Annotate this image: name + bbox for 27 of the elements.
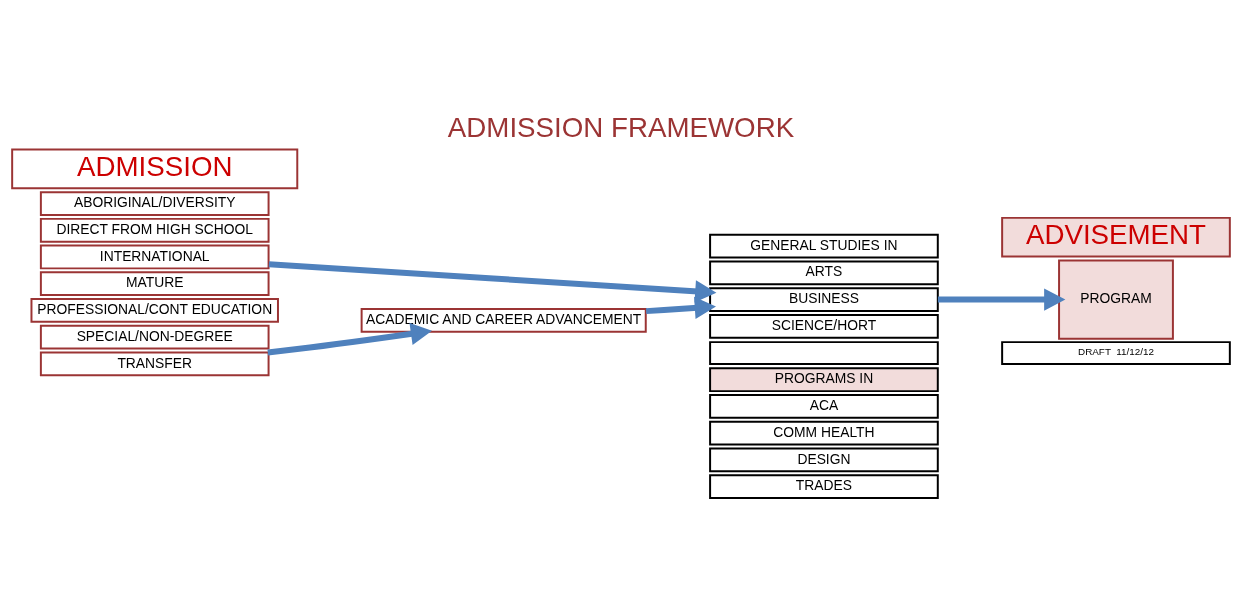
node-box: PROGRAM <box>1058 258 1174 340</box>
node-box: TRADES <box>709 473 939 499</box>
node-box: ARTS <box>709 259 939 285</box>
arrow <box>267 322 433 355</box>
node-box: BUSINESS <box>709 286 939 312</box>
node-box: ADMISSION <box>11 148 299 189</box>
node-box: ACADEMIC AND CAREER ADVANCEMENT <box>360 307 647 333</box>
node-box: DRAFT 11/12/12 <box>1001 340 1231 365</box>
node-box: DESIGN <box>709 447 939 472</box>
node-box: DIRECT FROM HIGH SCHOOL <box>39 217 270 243</box>
node-box: MATURE <box>39 270 270 296</box>
arrow <box>268 260 717 303</box>
node-box: PROFESSIONAL/CONT EDUCATION <box>30 297 279 323</box>
node-box: ABORIGINAL/DIVERSITY <box>39 190 270 216</box>
node-box: TRANSFER <box>39 351 270 376</box>
node-box: GENERAL STUDIES IN <box>709 233 939 258</box>
node-box: ACA <box>709 393 939 419</box>
node-box: INTERNATIONAL <box>39 244 270 269</box>
arrow <box>645 296 716 319</box>
node-box: SPECIAL/NON-DEGREE <box>39 324 270 350</box>
arrow <box>937 287 1066 311</box>
node-box: SCIENCE/HORT <box>709 313 939 339</box>
diagram-title: ADMISSION FRAMEWORK <box>447 111 795 143</box>
node-box: COMM HEALTH <box>709 420 939 446</box>
node-box: ADVISEMENT <box>1001 216 1231 257</box>
node-box: PROGRAMS IN <box>709 366 939 392</box>
node-box <box>709 340 939 365</box>
